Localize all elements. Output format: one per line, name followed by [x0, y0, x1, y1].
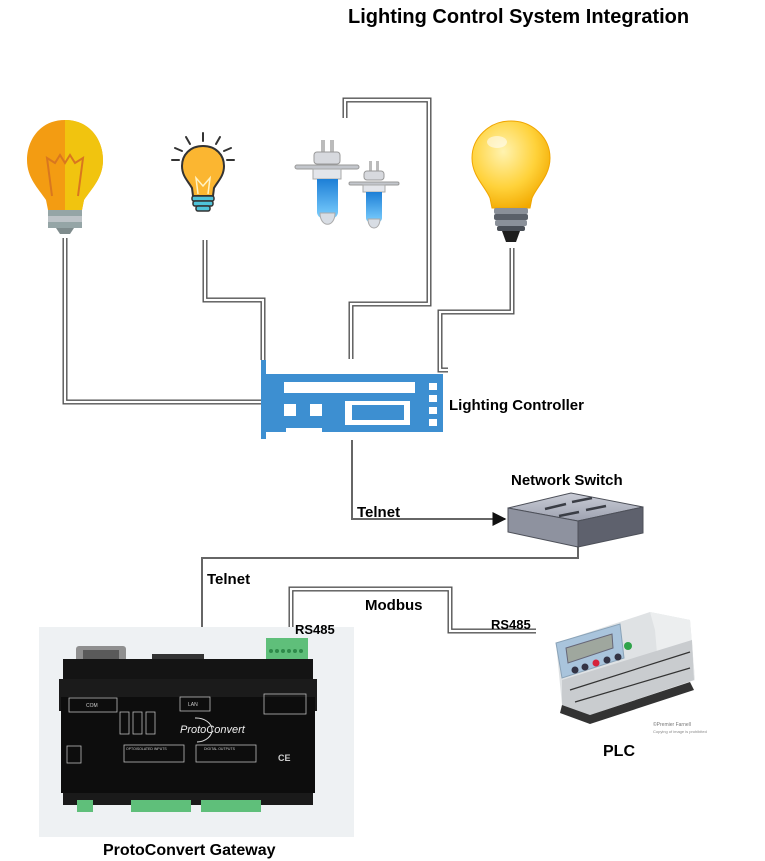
plc-copyright: ©Premier Farnell — [653, 722, 691, 728]
gateway-label: ProtoConvert Gateway — [103, 842, 276, 859]
page-title: Lighting Control System Integration — [348, 6, 690, 28]
lighting-controller-label: Lighting Controller — [449, 397, 584, 414]
controller-card-icon — [261, 360, 443, 439]
wire-bulb1-to-controller — [62, 238, 262, 405]
network-switch-icon — [507, 492, 644, 548]
plc-label: PLC — [603, 743, 635, 760]
telnet-connector-controller-switch — [351, 440, 507, 526]
glossy-bulb-icon — [471, 120, 551, 242]
halogen-bulbs-icon — [294, 140, 400, 229]
rs485-gateway-port-label: RS485 — [295, 622, 335, 637]
wire-modbus — [288, 586, 536, 635]
protoconvert-logo: ProtoConvert — [180, 724, 246, 736]
inputs-label: OPTOISOLATED INPUTS — [126, 747, 167, 751]
wire-bulb2-to-controller — [202, 240, 266, 360]
modbus-label: Modbus — [365, 597, 423, 614]
rs485-terminal-block — [266, 638, 308, 660]
network-switch-label: Network Switch — [511, 472, 623, 489]
gateway-device-image: COM LAN OPTOISOLATED INPUTS DIGITAL OUTP… — [39, 627, 354, 837]
flat-bulb-icon — [27, 120, 103, 234]
outputs-label: DIGITAL OUTPUTS — [204, 747, 236, 751]
plc-copyright-note: Copying of image is prohibited — [653, 729, 707, 734]
rs485-plc-port-label: RS485 — [491, 617, 531, 632]
wire-bulb3-to-controller — [342, 97, 432, 359]
telnet-label-switch-gateway: Telnet — [207, 571, 251, 588]
lan-port-label: LAN — [188, 702, 198, 708]
telnet-connector-switch-gateway — [195, 546, 579, 649]
ce-mark: CE — [278, 753, 291, 763]
outline-bulb-icon — [171, 132, 235, 212]
telnet-label-controller-switch: Telnet — [357, 504, 401, 521]
wire-bulb4-to-controller — [437, 248, 515, 373]
plc-device-image — [555, 612, 695, 724]
com-port-label: COM — [86, 703, 98, 709]
